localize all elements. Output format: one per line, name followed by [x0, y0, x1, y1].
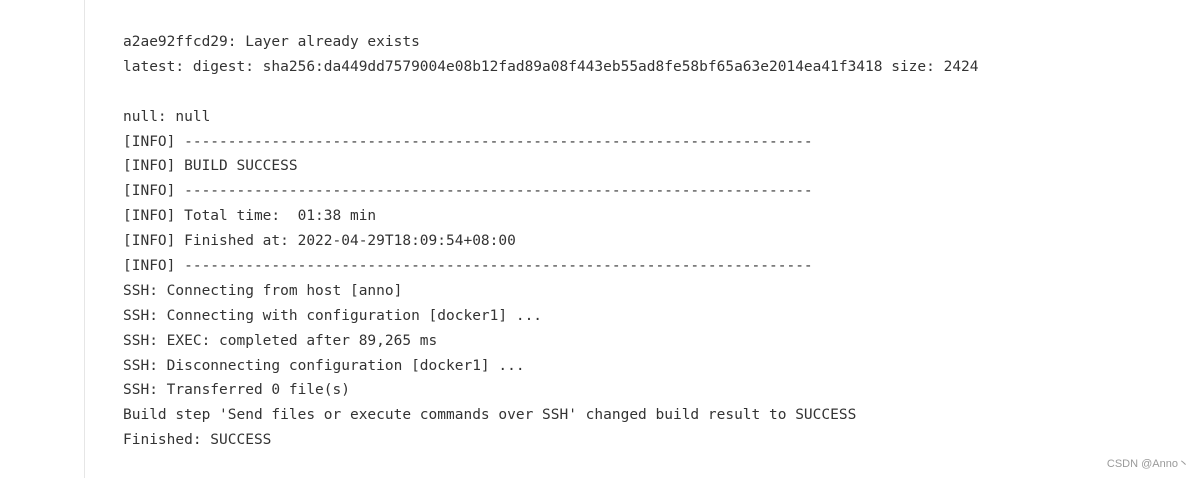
csdn-watermark: CSDN @Anno丶 — [1106, 458, 1189, 470]
console-output: a2ae92ffcd29: Layer already exists lates… — [123, 30, 979, 453]
console-line — [123, 80, 979, 105]
console-line: SSH: Disconnecting configuration [docker… — [123, 357, 525, 374]
console-line: SSH: Connecting from host [anno] — [123, 282, 403, 299]
console-line: SSH: EXEC: completed after 89,265 ms — [123, 332, 438, 349]
console-line: a2ae92ffcd29: Layer already exists — [123, 34, 420, 50]
console-line: SSH: Connecting with configuration [dock… — [123, 307, 543, 324]
console-line: [INFO] BUILD SUCCESS — [123, 158, 298, 175]
console-line: [INFO] Finished at: 2022-04-29T18:09:54+… — [123, 233, 516, 250]
console-line: SSH: Transferred 0 file(s) — [123, 382, 350, 399]
console-line: [INFO] Total time: 01:38 min — [123, 208, 377, 225]
console-line: null: null — [123, 108, 211, 125]
content-left-border — [84, 0, 85, 478]
console-line: [INFO] ---------------------------------… — [123, 133, 813, 150]
console-line: [INFO] ---------------------------------… — [123, 183, 813, 200]
console-line: [INFO] ---------------------------------… — [123, 258, 813, 275]
console-line: Finished: SUCCESS — [123, 432, 272, 449]
console-line: Build step 'Send files or execute comman… — [123, 407, 857, 424]
console-line: latest: digest: sha256:da449dd7579004e08… — [123, 58, 979, 75]
